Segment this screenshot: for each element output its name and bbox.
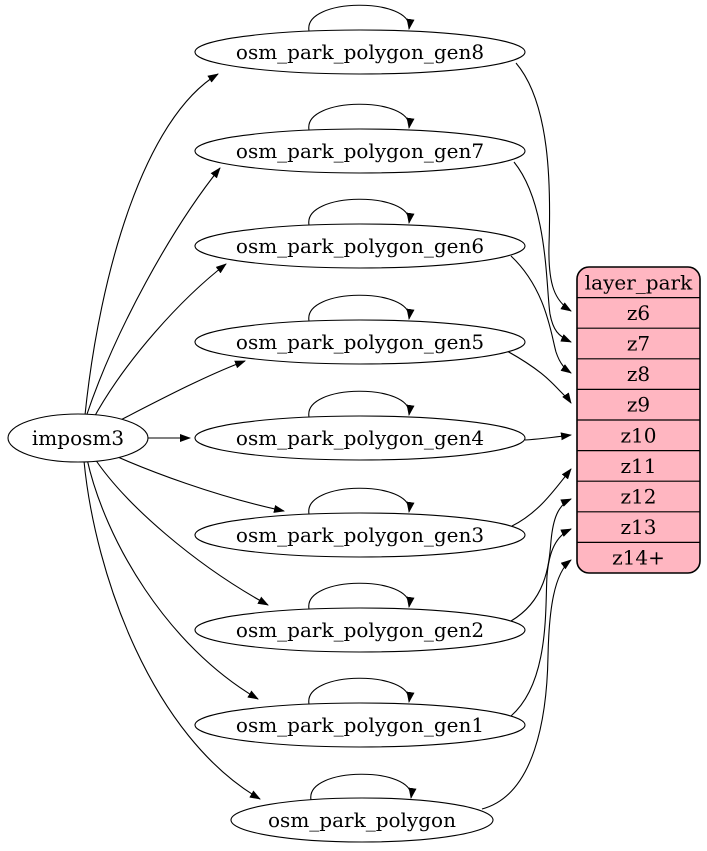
edge-imposm3-gen5 <box>104 360 246 429</box>
node-osm-park-polygon-gen8 <box>194 29 526 75</box>
node-label-gen1: osm_park_polygon_gen1 <box>236 713 484 737</box>
table-row-z6: z6 <box>627 301 650 325</box>
node-osm-park-polygon-gen1 <box>194 702 526 748</box>
node-label-gen5: osm_park_polygon_gen5 <box>236 330 484 354</box>
self-loop-gen8 <box>308 4 415 32</box>
table-row-z11: z11 <box>621 454 657 478</box>
self-loop-gen3 <box>308 487 415 515</box>
edge-gen4-z10 <box>524 432 572 441</box>
table-row-z14: z14+ <box>612 546 665 570</box>
node-label-gen8: osm_park_polygon_gen8 <box>236 40 484 64</box>
table-nodes: imposm3 osm_park_polygon_gen8 osm_park_p… <box>7 29 526 843</box>
table-row-z7: z7 <box>627 332 650 356</box>
table-row-z10: z10 <box>621 423 657 447</box>
edge-imposm3-gen3 <box>101 449 285 513</box>
edges-to-layer-rows <box>481 62 572 810</box>
edge-gen7-z7 <box>513 161 572 343</box>
node-label-gen7: osm_park_polygon_gen7 <box>236 139 484 163</box>
node-label-imposm3: imposm3 <box>32 426 124 450</box>
node-imposm3 <box>7 413 149 463</box>
node-osm-park-polygon-gen4 <box>194 415 526 461</box>
edge-imposm3-gen8 <box>84 73 219 416</box>
node-osm-park-polygon-gen2 <box>194 607 526 653</box>
table-header-layer-park: layer_park <box>585 270 693 294</box>
node-osm-park-polygon-gen5 <box>194 319 526 365</box>
node-osm-park-polygon <box>230 797 494 843</box>
node-osm-park-polygon-gen7 <box>194 128 526 174</box>
edges-from-imposm3 <box>83 73 285 800</box>
edge-gen1-z13 <box>510 528 572 717</box>
node-label-gen4: osm_park_polygon_gen4 <box>236 426 484 450</box>
edge-gen5-z9 <box>506 350 572 404</box>
node-label-gen6: osm_park_polygon_gen6 <box>236 234 484 258</box>
node-label-gen2: osm_park_polygon_gen2 <box>236 618 484 642</box>
edge-imposm3-gen7 <box>85 167 221 418</box>
table-row-z13: z13 <box>621 515 657 539</box>
node-label-gen3: osm_park_polygon_gen3 <box>236 523 484 547</box>
edge-imposm3-gen2 <box>92 455 269 606</box>
table-row-z8: z8 <box>627 362 650 386</box>
table-row-z9: z9 <box>627 393 650 417</box>
self-loop-gen7 <box>308 103 415 131</box>
self-loop-gen2 <box>308 582 415 610</box>
self-loop-gen6 <box>308 198 415 226</box>
table-row-z12: z12 <box>621 485 657 509</box>
edge-imposm3-polygon <box>83 460 261 800</box>
edge-imposm3-gen1 <box>86 458 259 700</box>
self-loop-polygon <box>310 773 417 801</box>
edge-gen3-z11 <box>511 468 572 527</box>
self-loop-edges <box>308 4 417 801</box>
edge-imposm3-gen6 <box>91 263 227 422</box>
edge-gen8-z6 <box>515 62 572 312</box>
node-osm-park-polygon-gen3 <box>194 512 526 558</box>
node-label-polygon: osm_park_polygon <box>268 808 456 832</box>
self-loop-gen1 <box>308 677 415 705</box>
edge-gen2-z12 <box>510 498 572 622</box>
edge-gen6-z8 <box>510 255 572 374</box>
self-loop-gen4 <box>308 390 415 418</box>
self-loop-gen5 <box>308 294 415 322</box>
layer-park-table: layer_park z6 z7 z8 z9 z10 z11 z12 z13 z… <box>576 266 701 574</box>
edge-polygon-z14 <box>481 559 572 810</box>
node-osm-park-polygon-gen6 <box>194 223 526 269</box>
